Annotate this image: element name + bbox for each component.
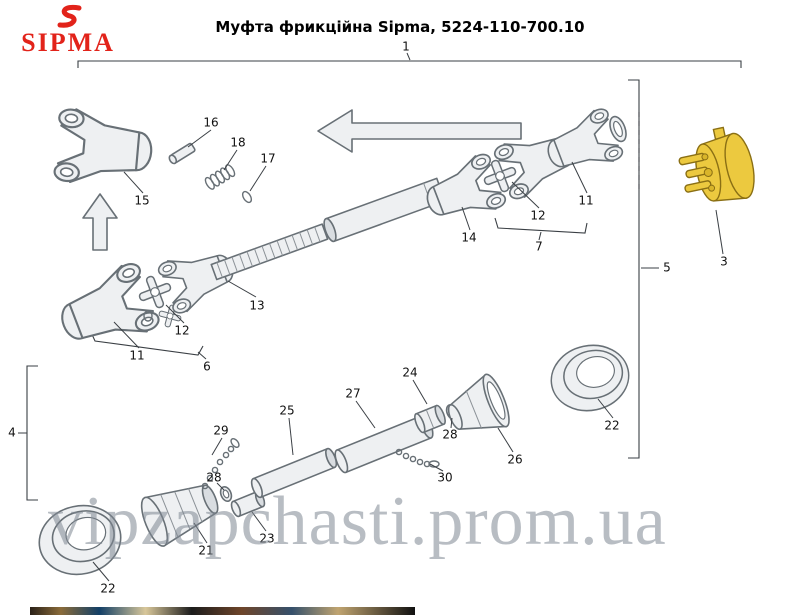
leader-line-21 [193,522,208,544]
leader-line-22 [597,398,614,419]
part-26-guard-bell [447,373,510,430]
part-label-24: 24 [402,366,417,380]
leader-line-3 [715,209,724,255]
part-24-collar [414,404,446,434]
leader-line-1 [406,52,411,61]
part-22-guard-cone-right [544,337,636,419]
part-25-guard-tube [250,447,338,499]
leader-line-12 [511,181,540,209]
part-13-inner-yoke [155,239,242,317]
direction-arrow-up-icon [82,193,118,251]
part-label-21: 21 [198,544,213,558]
leader-line-27 [355,400,376,429]
leader-line-30 [429,463,444,472]
direction-arrow-left-icon [317,109,522,153]
leader-line-24 [412,379,428,405]
leader-line-6 [197,351,207,360]
part-11-yoke-right [491,105,626,203]
bracket-group-5 [628,79,640,459]
part-15-yoke [52,106,156,190]
part-label-22: 22 [604,419,619,433]
part-16-pin [168,142,196,165]
part-label-13: 13 [249,299,264,313]
part-label-27: 27 [345,387,360,401]
part-label-3: 3 [720,255,728,269]
sipma-s-swoosh-icon [57,4,82,28]
sipma-logo: SIPMA [16,4,120,60]
part-30-chain [395,448,440,468]
end-ring [609,115,627,143]
part-label-30: 30 [437,471,452,485]
part-label-26: 26 [507,453,522,467]
part-21-bearing-cone [140,484,219,547]
part-11-yoke-left [50,259,163,360]
part-label-1: 1 [402,40,410,54]
leader-line-15 [123,171,144,194]
leader-line-23 [251,511,267,532]
part-label-28: 28 [206,471,221,485]
leader-line-17 [249,165,267,192]
part-label-11: 11 [129,349,144,363]
bracket-group-1 [77,60,742,68]
part-22-guard-cone-left [32,497,128,583]
part-label-25: 25 [279,404,294,418]
leader-line-12 [165,304,185,324]
part-label-23: 23 [259,532,274,546]
sipma-logo-text: SIPMA [21,28,115,57]
gallery-thumbnails-cropped[interactable] [30,607,415,615]
part-label-22: 22 [100,582,115,596]
part-label-6: 6 [203,360,211,374]
part-label-11: 11 [578,194,593,208]
part-3-friction-clutch [678,126,755,202]
part-label-17: 17 [260,152,275,166]
leader-line-22 [92,561,110,582]
leader-line-7 [538,231,542,241]
part-label-18: 18 [230,136,245,150]
leader-line-14 [461,206,471,231]
part-label-28: 28 [442,428,457,442]
leader-line-26 [497,427,514,453]
bracket-group-7 [494,217,588,234]
leader-line-16 [187,129,212,148]
part-label-15: 15 [134,194,149,208]
part-label-14: 14 [461,231,476,245]
leader-line-11 [113,321,140,349]
leader-line-28 [216,482,225,491]
part-label-16: 16 [203,116,218,130]
leader-line-29 [211,437,223,456]
part-29-chain [201,438,240,490]
part-label-7: 7 [535,240,543,254]
leader-line-25 [288,417,294,456]
part-label-5: 5 [663,261,671,275]
part-17-ring [241,190,253,204]
part-28-ring-left [217,484,235,504]
leader-line-18 [223,149,238,171]
part-label-29: 29 [213,424,228,438]
leader-line-11 [571,161,588,194]
part-18-spring [204,164,236,190]
leader-line-13 [227,280,257,298]
bracket-group-4 [26,365,38,501]
part-12-cross-journal-left [133,270,185,331]
page-title: Муфта фрикційна Sipma, 5224-110-700.10 [215,18,585,36]
callout-layer: 1345671112131412111516171821222223242526… [8,40,728,596]
splined-shaft [210,223,329,281]
part-label-4: 4 [8,426,16,440]
leader-line-28 [450,417,453,429]
part-label-12: 12 [530,209,545,223]
part-label-12: 12 [174,324,189,338]
shaft-tube [323,177,446,243]
